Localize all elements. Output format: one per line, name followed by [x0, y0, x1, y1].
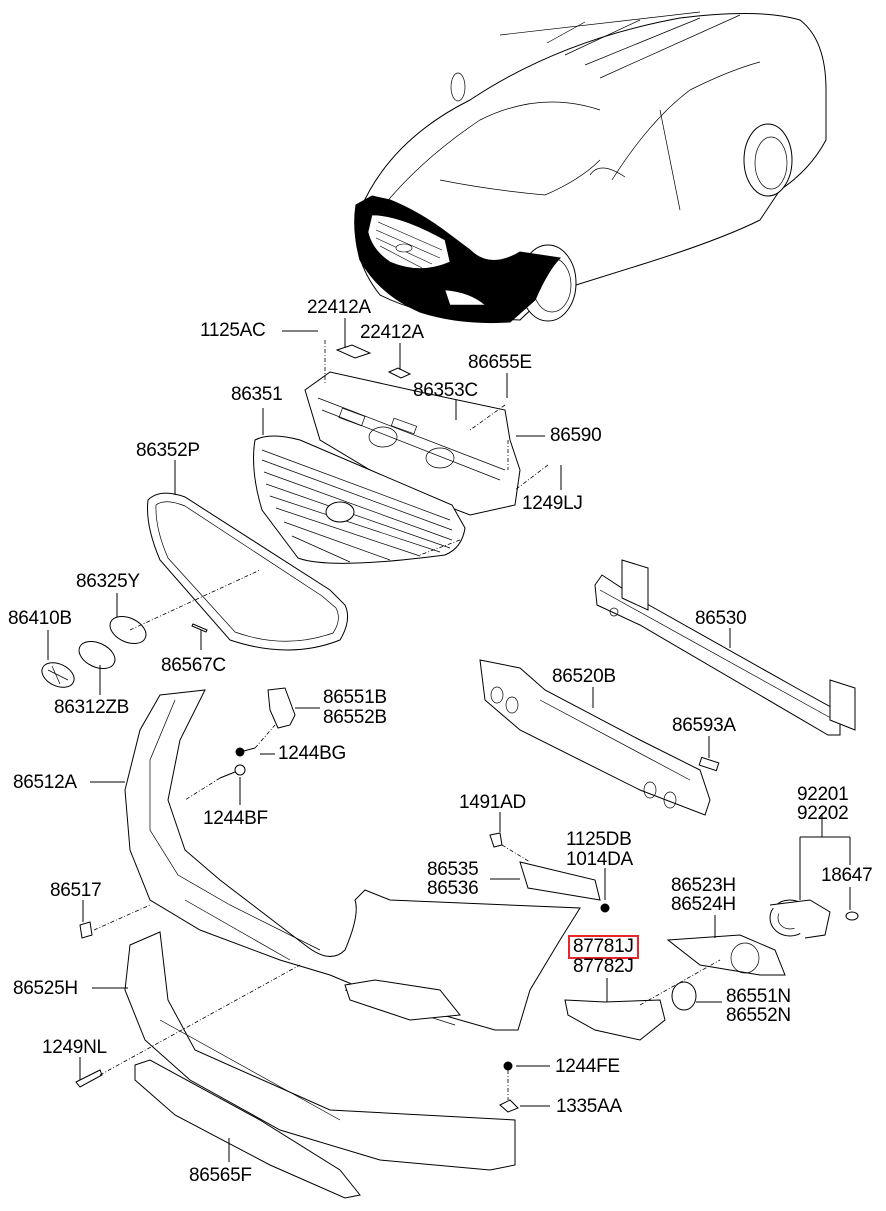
part-86551B-bracket[interactable] [267, 687, 296, 729]
part-86567C-clip[interactable] [191, 623, 208, 633]
part-86523H-fog-lamp-bezel[interactable] [666, 934, 786, 976]
part-86551N-ring[interactable] [671, 981, 697, 1011]
part-22412A-pad-2[interactable] [387, 367, 412, 379]
part-86353C-radiator-cover[interactable] [304, 371, 521, 516]
label-1335AA[interactable]: 1335AA [556, 1096, 622, 1117]
part-86520B-energy-absorber[interactable] [479, 659, 711, 816]
part-86530-bumper-beam[interactable] [594, 559, 856, 736]
part-86312ZB-emblem-base[interactable] [75, 636, 120, 674]
label-86552N[interactable]: 86552N [726, 1005, 791, 1026]
label-87781J-highlighted[interactable]: 87781J [568, 935, 639, 959]
label-86352P[interactable]: 86352P [136, 440, 200, 461]
part-86535-side-bracket[interactable] [519, 861, 601, 901]
label-1014DA[interactable]: 1014DA [566, 849, 633, 870]
part-1335AA-nut[interactable] [499, 1099, 519, 1113]
label-86530[interactable]: 86530 [695, 608, 747, 629]
label-86517[interactable]: 86517 [50, 880, 102, 901]
label-86536[interactable]: 86536 [427, 878, 479, 899]
part-1244FE-screw[interactable] [503, 1061, 513, 1071]
label-1125DB[interactable]: 1125DB [566, 829, 632, 850]
label-1249LJ[interactable]: 1249LJ [522, 493, 583, 514]
label-86567C[interactable]: 86567C [161, 655, 226, 676]
label-1249NL[interactable]: 1249NL [42, 1037, 107, 1058]
part-18647-bulb[interactable] [845, 911, 859, 921]
label-86410B[interactable]: 86410B [8, 608, 72, 629]
part-86525H-lower-grille[interactable] [124, 931, 516, 1171]
label-1491AD[interactable]: 1491AD [459, 792, 526, 813]
label-86590[interactable]: 86590 [550, 425, 602, 446]
part-86512A-bumper-cover[interactable] [124, 689, 581, 1031]
leader-lines [47, 318, 851, 1162]
label-92201[interactable]: 92201 [797, 784, 849, 805]
part-86325Y-emblem-cover[interactable] [106, 611, 151, 649]
part-92201-fog-lamp[interactable] [769, 899, 831, 939]
label-1244BG[interactable]: 1244BG [278, 743, 346, 764]
part-86565F-lower-lip[interactable] [134, 1059, 361, 1199]
label-86551N[interactable]: 86551N [726, 986, 791, 1007]
label-86523H[interactable]: 86523H [671, 875, 736, 896]
label-86512A[interactable]: 86512A [13, 772, 77, 793]
label-86593A[interactable]: 86593A [672, 715, 736, 736]
part-1244BF-bolt[interactable] [234, 764, 246, 776]
part-1249NL-screw[interactable] [75, 1069, 103, 1088]
part-87781J-fog-lamp-cover[interactable] [564, 999, 666, 1041]
label-86351[interactable]: 86351 [231, 384, 283, 405]
part-86593A-label[interactable] [698, 756, 720, 772]
emblem-logo-glyph [47, 665, 69, 685]
label-86525H[interactable]: 86525H [13, 978, 78, 999]
part-1125DB-screw[interactable] [600, 903, 610, 913]
label-1125AC[interactable]: 1125AC [200, 320, 266, 341]
label-86312ZB[interactable]: 86312ZB [54, 697, 130, 718]
label-86524H[interactable]: 86524H [671, 894, 736, 915]
label-87782J[interactable]: 87782J [573, 956, 634, 977]
part-22412A-pad-1[interactable] [335, 344, 372, 359]
label-92202[interactable]: 92202 [797, 803, 849, 824]
label-22412A-1[interactable]: 22412A [307, 297, 371, 318]
part-86351-radiator-grille[interactable] [253, 435, 466, 564]
label-86353C[interactable]: 86353C [413, 380, 478, 401]
label-86565F[interactable]: 86565F [189, 1165, 252, 1186]
label-86520B[interactable]: 86520B [552, 666, 616, 687]
label-18647[interactable]: 18647 [821, 865, 873, 886]
label-86535[interactable]: 86535 [427, 859, 479, 880]
label-86655E[interactable]: 86655E [468, 352, 532, 373]
label-22412A-2[interactable]: 22412A [360, 322, 424, 343]
part-1491AD-clip[interactable] [489, 832, 503, 848]
label-1244FE[interactable]: 1244FE [555, 1056, 620, 1077]
vehicle-overview-illustration [354, 11, 827, 324]
part-86352P-grille-molding[interactable] [147, 492, 349, 651]
part-86517-cap[interactable] [79, 921, 93, 939]
label-86552B[interactable]: 86552B [323, 707, 387, 728]
label-86551B[interactable]: 86551B [323, 687, 387, 708]
dashed-assembly-lines [93, 340, 721, 1100]
label-1244BF[interactable]: 1244BF [203, 808, 268, 829]
label-86325Y[interactable]: 86325Y [76, 571, 140, 592]
